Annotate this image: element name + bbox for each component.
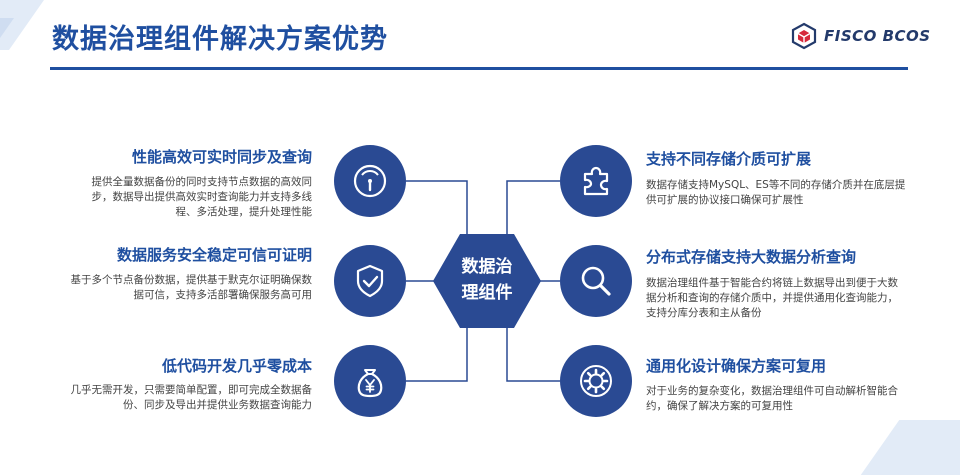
puzzle-icon [583, 166, 609, 196]
brand-logo: FISCO BCOS [790, 22, 931, 50]
feature-desc: 对于业务的复杂变化，数据治理组件可自动解析智能合约，确保了解决方案的可复用性 [646, 385, 898, 412]
feature-icon-circle-5 [560, 245, 632, 317]
center-label-line-2: 理组件 [461, 283, 513, 303]
feature-desc: 数据存储支持MySQL、ES等不同的存储介质并在底层提供可扩展的协议接口确保可扩… [646, 179, 906, 206]
gear-icon [580, 365, 612, 397]
center-label: 数据治 理组件 [433, 254, 541, 306]
feature-icon-circle-3 [334, 345, 406, 417]
shield-check-icon [356, 264, 384, 298]
magnifier-icon [581, 266, 611, 296]
money-bag-icon [357, 369, 383, 398]
feature-title: 通用化设计确保方案可复用 [646, 357, 827, 375]
title-divider [50, 67, 908, 70]
feature-title: 低代码开发几乎零成本 [161, 357, 312, 375]
logo-text: FISCO BCOS [824, 27, 931, 45]
feature-title: 分布式存储支持大数据分析查询 [646, 248, 857, 266]
feature-desc: 提供全量数据备份的同时支持节点数据的高效同步，数据导出提供高效实时查询能力并支持… [91, 176, 313, 218]
feature-title: 数据服务安全稳定可信可证明 [116, 246, 312, 264]
feature-title: 性能高效可实时同步及查询 [131, 148, 312, 166]
center-label-line-1: 数据治 [461, 257, 513, 277]
feature-icon-circle-1 [334, 145, 406, 217]
feature-desc: 数据治理组件基于智能合约将链上数据导出到便于大数据分析和查询的存储介质中，并提供… [646, 277, 898, 319]
gauge-icon [353, 164, 387, 198]
feature-icon-circle-6 [560, 345, 632, 417]
connector-lines [406, 180, 560, 382]
feature-title: 支持不同存储介质可扩展 [646, 150, 812, 168]
cube-logo-icon [791, 22, 817, 50]
center-hexagon [433, 234, 541, 328]
feature-icon-circle-2 [334, 245, 406, 317]
feature-icon-circle-4 [560, 145, 632, 217]
feature-desc: 基于多个节点备份数据，提供基于默克尔证明确保数据可信，支持多活部署确保服务高可用 [70, 274, 313, 301]
page-title: 数据治理组件解决方案优势 [52, 24, 388, 55]
feature-desc: 几乎无需开发，只需要简单配置，即可完成全数据备份、同步及导出并提供业务数据查询能… [70, 384, 313, 411]
